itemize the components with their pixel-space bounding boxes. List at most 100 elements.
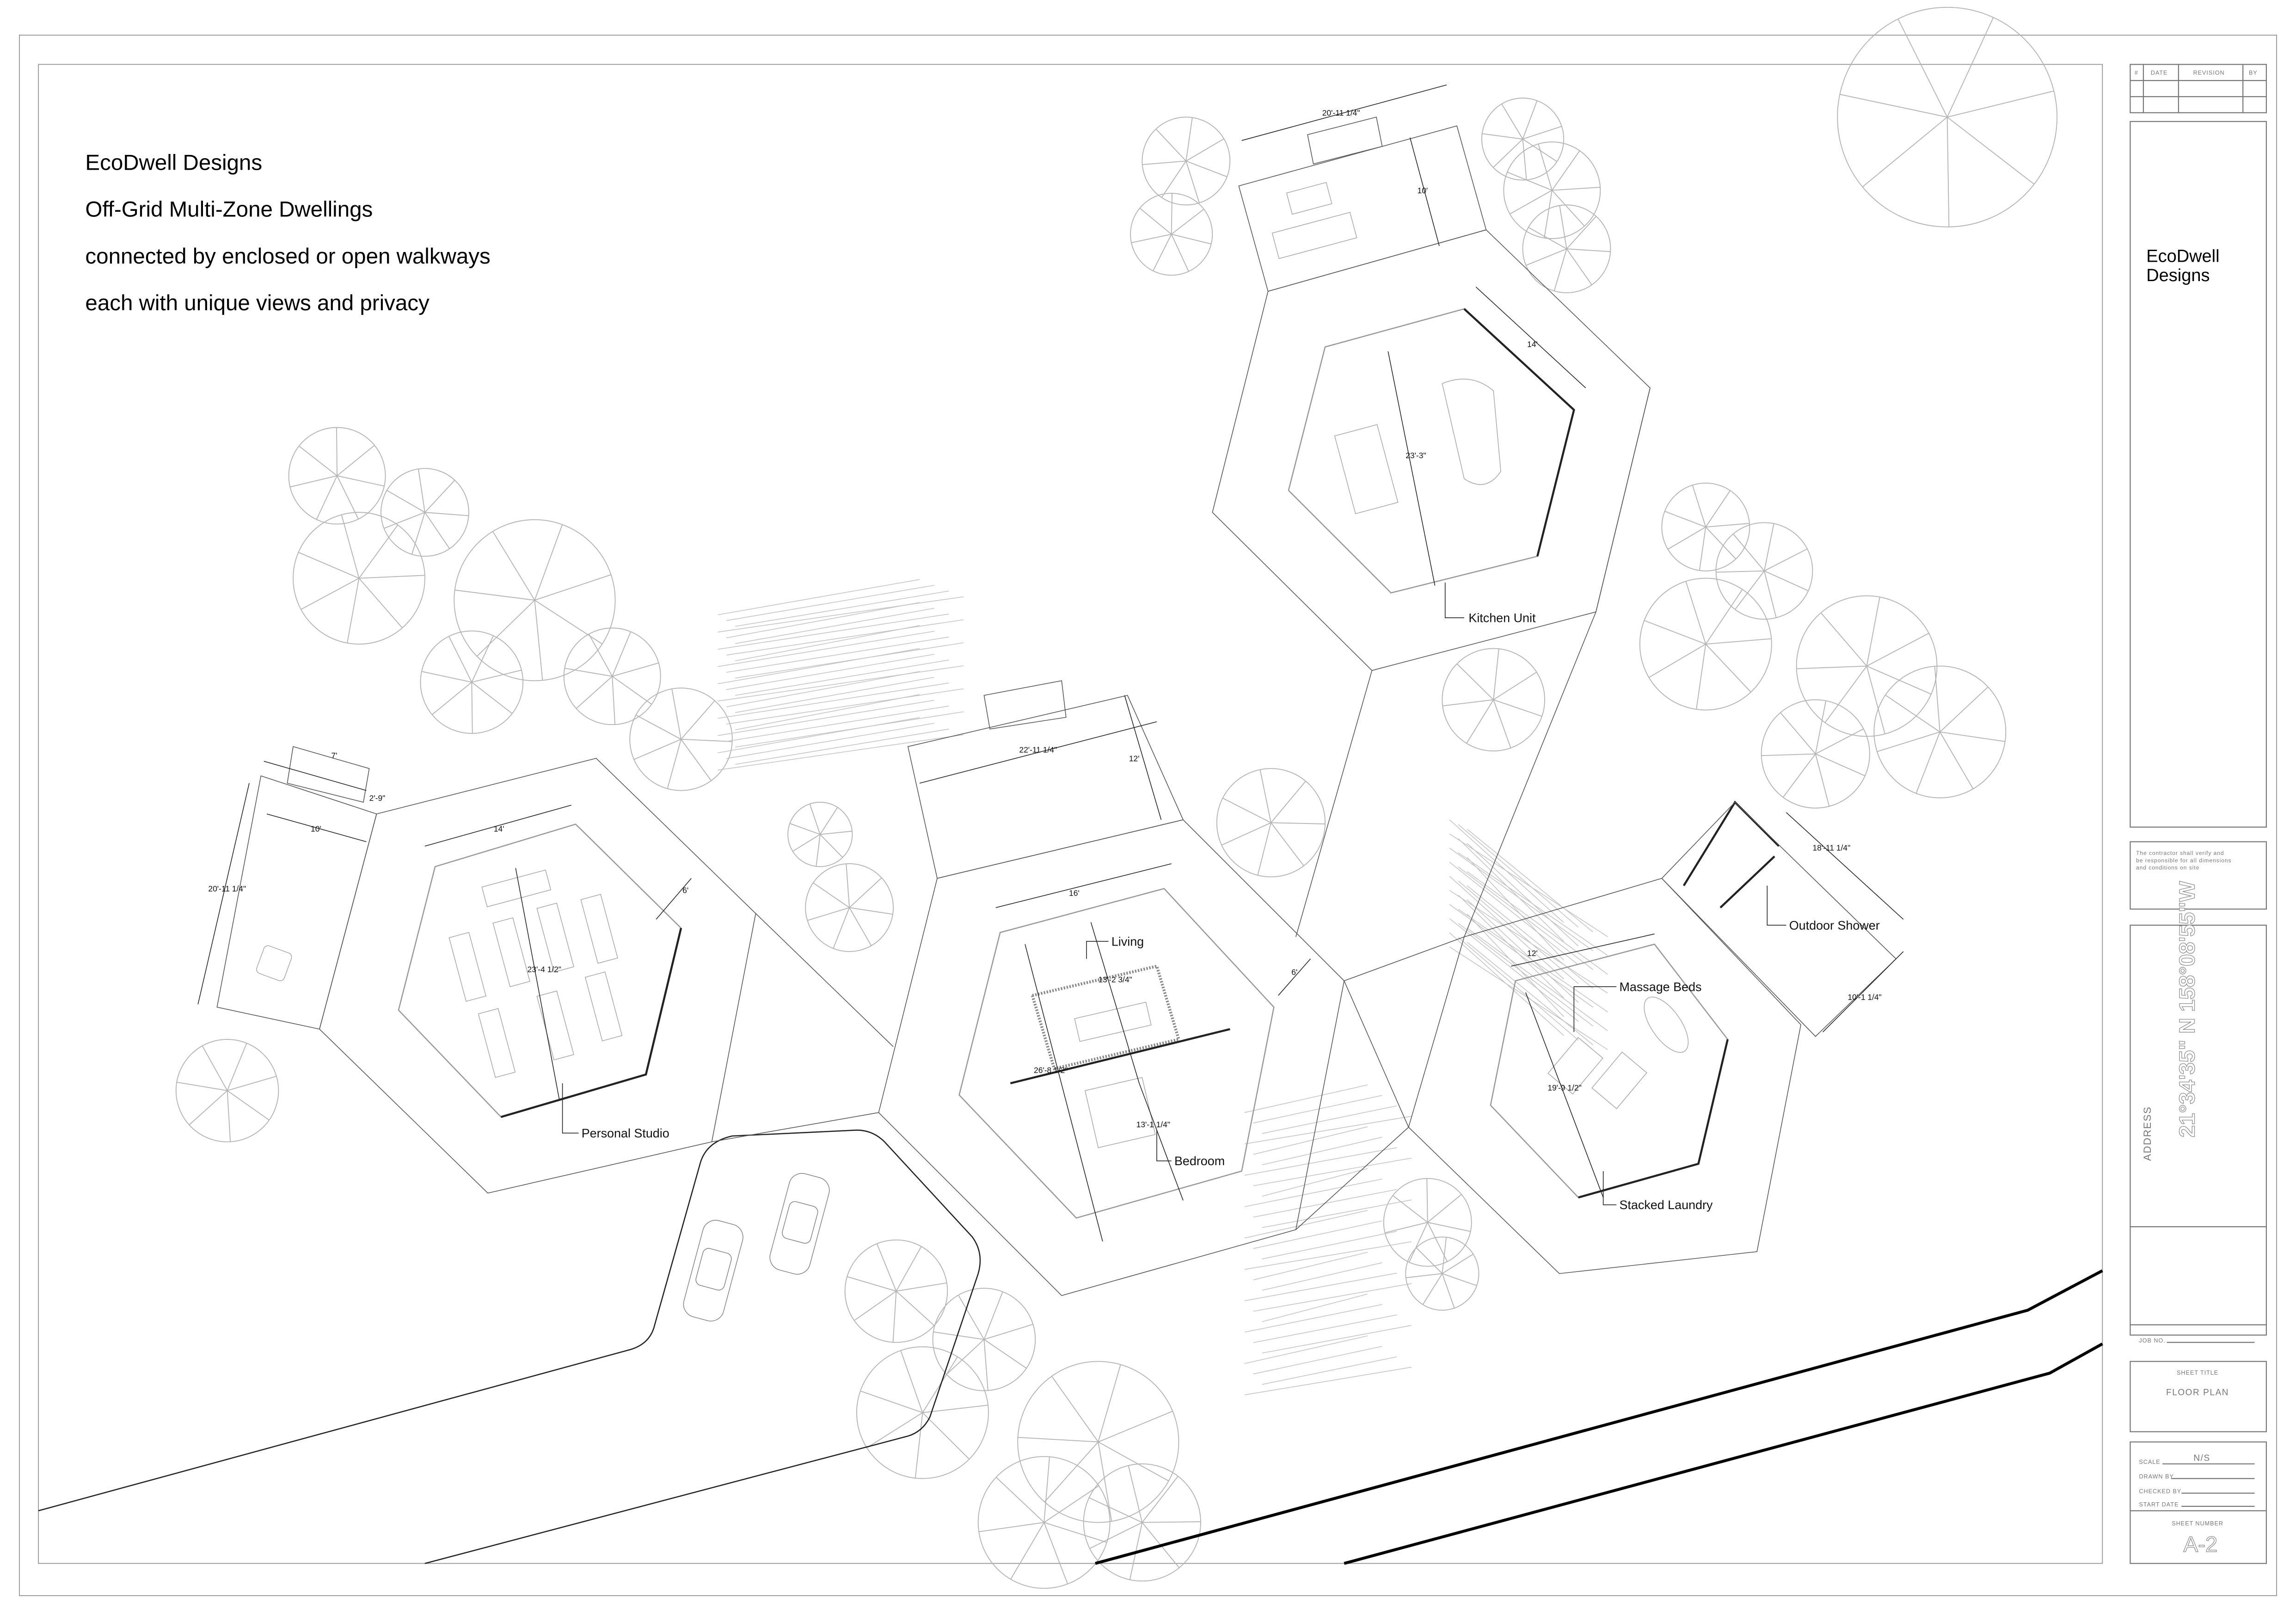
drawing-frame <box>38 64 2103 1564</box>
tree-icon <box>787 802 853 867</box>
hatch-line <box>1467 899 1579 1003</box>
hatch-line <box>735 608 934 644</box>
tree-icon <box>1503 141 1601 240</box>
hatch-line <box>1253 1126 1368 1155</box>
tree-icon <box>629 688 733 791</box>
hatch-line <box>1467 871 1608 975</box>
hatch-line <box>1253 1346 1382 1375</box>
tree-icon <box>1873 665 2007 799</box>
label-living: Living <box>1111 934 1144 948</box>
tree-icon <box>420 630 524 734</box>
rev-header-number: # <box>2135 69 2138 76</box>
hatch-line <box>1467 843 1579 946</box>
drawn-by-label: DRAWN BY <box>2139 1474 2173 1480</box>
dimension-labels: 20'-11 1/4" 10' 14' 23'-3" 7' 2'-9" 10' … <box>208 108 1881 1129</box>
dim-studio-walkway: 6' <box>682 885 688 895</box>
address-box <box>2130 924 2267 1336</box>
hatch-line <box>1244 1335 1368 1364</box>
hatch-line <box>1244 1241 1412 1270</box>
dim-shower-width: 10'-1 1/4" <box>1848 992 1881 1001</box>
dim-spa-depth: 19'-9 1/2" <box>1547 1083 1581 1093</box>
outdoor-shower-wall <box>1682 800 1780 886</box>
rug <box>1030 964 1181 1070</box>
hatch-line <box>726 584 934 621</box>
hatch-line <box>718 631 934 667</box>
notes-box <box>2130 841 2267 910</box>
tree-icon <box>1405 1236 1480 1311</box>
kitchen-island <box>1442 379 1501 485</box>
hatch-line <box>1262 1262 1382 1291</box>
sheet-border <box>19 35 2277 1596</box>
tree-icon <box>805 863 894 952</box>
landscape-trees <box>175 6 2058 1589</box>
hatch-line <box>1253 1283 1412 1312</box>
tree-icon <box>844 1239 948 1343</box>
tree-icon <box>1083 1463 1201 1582</box>
stairs <box>983 680 1067 730</box>
dim-studio-depth: 23'-4 1/2" <box>528 965 561 974</box>
label-kitchen-unit: Kitchen Unit <box>1468 611 1536 625</box>
hatch-line <box>726 602 920 639</box>
tree-icon <box>1522 204 1611 294</box>
sheet-number-label: SHEET NUMBER <box>2172 1520 2223 1527</box>
tree-icon <box>1442 648 1545 752</box>
dim-studio-deck-width: 10' <box>311 824 321 833</box>
hatch-line <box>718 596 964 633</box>
dim-kitchen-deck-depth: 10' <box>1418 186 1428 195</box>
tree-icon <box>1481 98 1565 181</box>
sofa <box>1074 1001 1152 1042</box>
hatch-line <box>1467 928 1608 1031</box>
hatch-line <box>1244 1116 1412 1144</box>
hatch-line <box>726 619 964 656</box>
sheet-title-box <box>2130 1361 2267 1432</box>
hatch-line <box>735 728 949 765</box>
dim-studio-stair: 7' <box>331 751 337 760</box>
dim-main-walkway: 6' <box>1291 968 1297 977</box>
hatch-line <box>726 706 949 742</box>
landscape-hatching <box>718 579 1608 1395</box>
dim-main-side: 16' <box>1069 889 1080 898</box>
dim-main-deck-width: 22'-11 1/4" <box>1019 745 1057 754</box>
hatch-line <box>1244 1179 1382 1207</box>
tree-icon <box>293 512 425 645</box>
revision-table: # DATE REVISION BY <box>2130 64 2267 113</box>
dim-living-depth: 13'-2 3/4" <box>1098 975 1132 984</box>
title-block: # DATE REVISION BY EcoDwell Designs The … <box>2130 64 2267 1564</box>
tree-icon <box>175 1038 279 1143</box>
sheet-number: A-2 <box>2183 1532 2217 1557</box>
hatch-line <box>726 688 964 725</box>
tree-icon <box>381 468 469 557</box>
hatch-line <box>1244 1272 1397 1302</box>
hatch-line <box>1244 1304 1382 1333</box>
address-coordinates: 21°34'35" N 158°08'55"W <box>2175 881 2200 1137</box>
hatch-line <box>718 665 964 702</box>
hatch-line <box>1262 1356 1397 1385</box>
rev-header-revision: REVISION <box>2193 69 2225 76</box>
bed <box>1084 1077 1156 1149</box>
hatch-line <box>1244 1084 1368 1113</box>
rev-header-by: BY <box>2249 69 2258 76</box>
hatch-line <box>1467 829 1593 933</box>
hatch-line <box>726 723 934 759</box>
hatch-line <box>718 700 934 736</box>
hatch-line <box>1262 1199 1412 1228</box>
tree-icon <box>1837 6 2058 227</box>
car-icon <box>683 1220 743 1321</box>
hatch-line <box>726 654 934 690</box>
company-name: EcoDwell <box>2146 247 2219 266</box>
intro-line: connected by enclosed or open walkways <box>85 244 490 269</box>
job-no-label: JOB NO. <box>2139 1337 2165 1344</box>
patio-table <box>256 945 292 981</box>
start-date-label: START DATE <box>2139 1501 2179 1508</box>
personal-studio <box>216 746 756 1194</box>
tree-icon <box>932 1288 1036 1391</box>
scale-value: N/S <box>2193 1454 2210 1463</box>
hatch-line <box>735 659 949 696</box>
tree-icon <box>977 1456 1111 1589</box>
hatch-line <box>1467 857 1564 961</box>
dim-shower-length: 18'-11 1/4" <box>1812 843 1850 852</box>
project-intro: EcoDwell Designs Off-Grid Multi-Zone Dwe… <box>85 150 490 315</box>
dim-bedroom-depth: 13'-1 1/4" <box>1136 1120 1170 1129</box>
label-stacked-laundry: Stacked Laundry <box>1619 1198 1713 1212</box>
intro-line: Off-Grid Multi-Zone Dwellings <box>85 197 373 222</box>
